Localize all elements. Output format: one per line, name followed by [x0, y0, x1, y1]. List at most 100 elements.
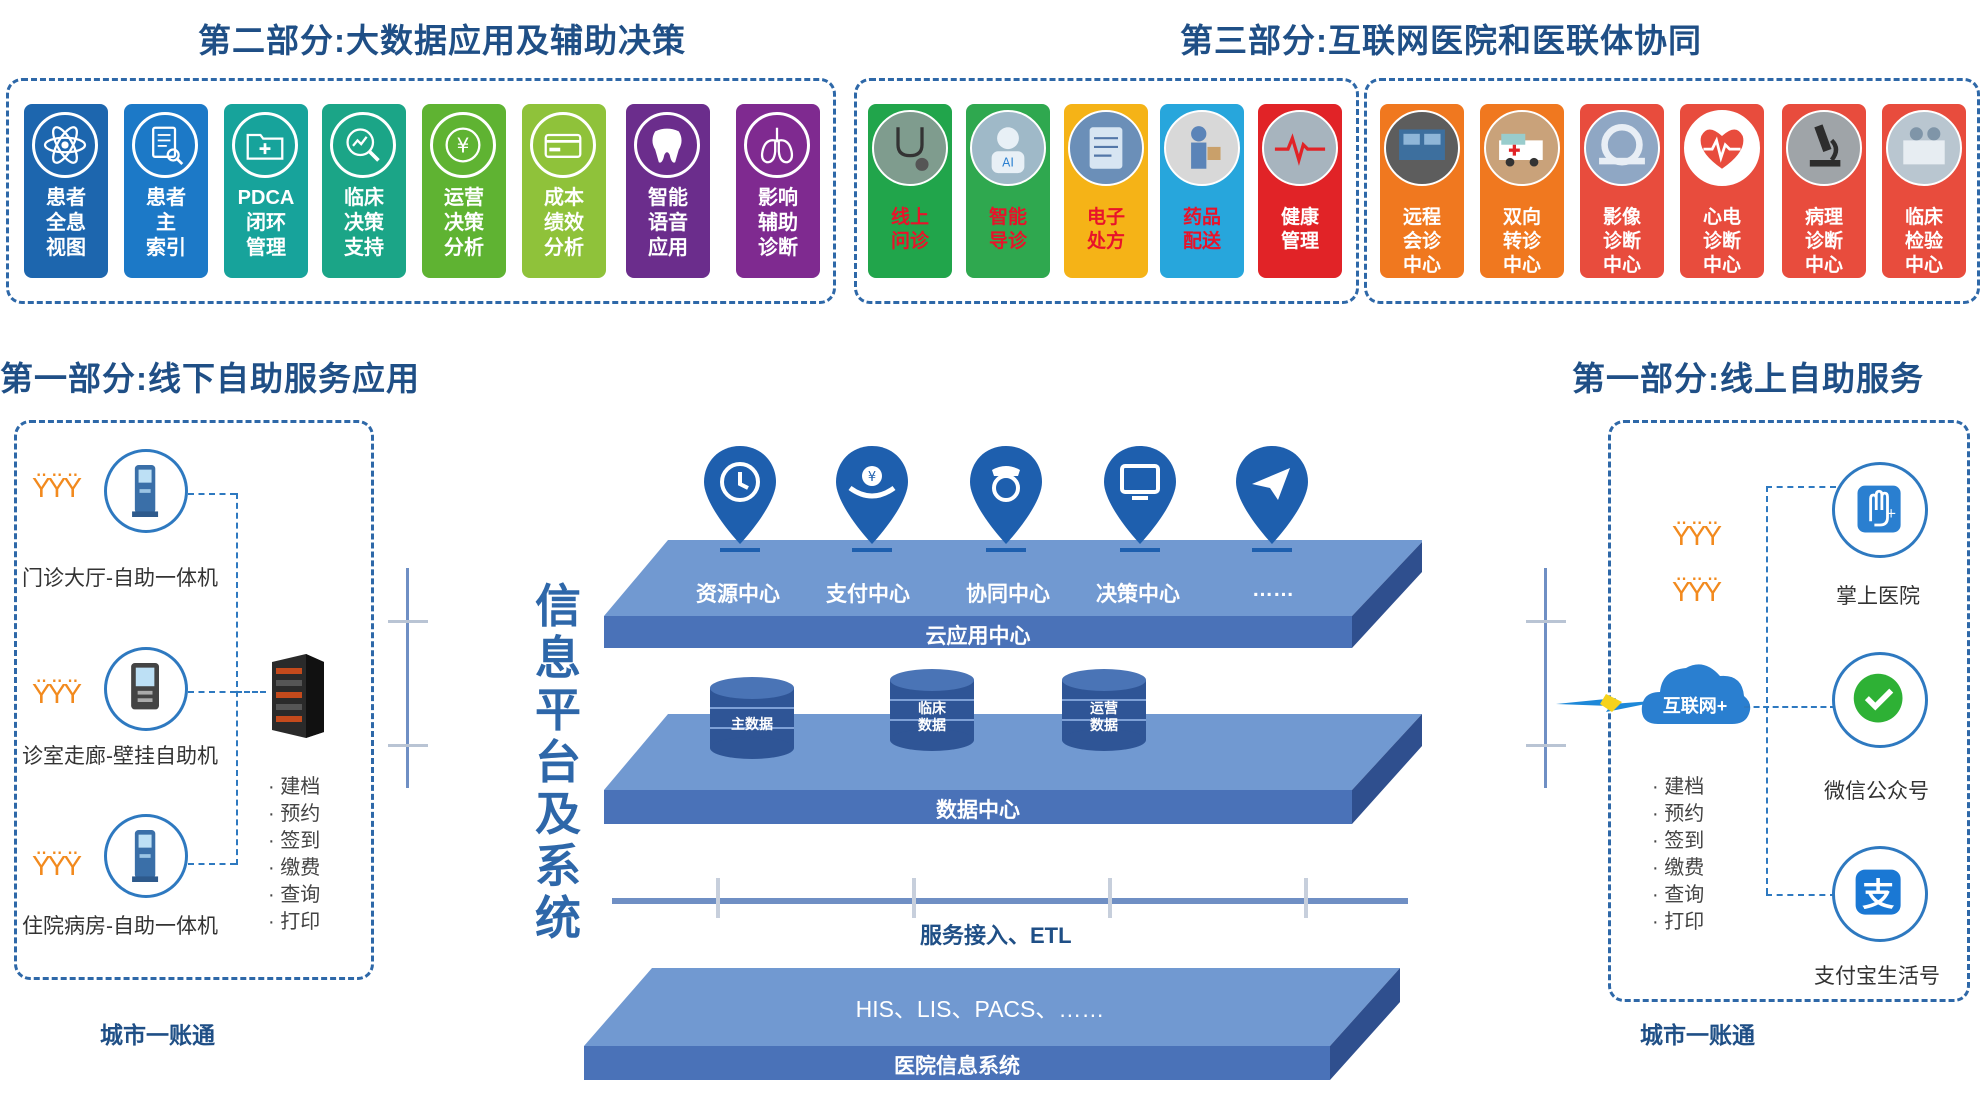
title-char: 台 [535, 736, 581, 788]
cloud-item: 决策中心 [1096, 583, 1180, 606]
service-item: · 查询 [268, 884, 321, 906]
people-icon: ŸŸŸ [1672, 576, 1722, 607]
tooth-icon [634, 112, 700, 178]
people-icon: ŸŸŸ [1672, 520, 1722, 551]
server-icon [262, 650, 332, 740]
tile-folder-plus[interactable]: PDCA 闭环 管理 [224, 104, 308, 278]
his-slab-front [584, 1046, 1330, 1080]
service-tick [1108, 878, 1112, 918]
wechat-icon[interactable] [1832, 652, 1928, 748]
yen-icon: ¥ [430, 112, 496, 178]
tile-ct-scanner[interactable]: 影像 诊断 中心 [1580, 104, 1664, 278]
connector-line [188, 863, 236, 865]
service-tick [1304, 878, 1308, 918]
tile-label: PDCA 闭环 管理 [237, 187, 295, 259]
tile-document[interactable]: 患者 主 索引 [124, 104, 208, 278]
svg-text:支: 支 [1862, 875, 1894, 913]
right-bracket [1544, 568, 1547, 788]
folder-plus-icon [232, 112, 298, 178]
tile-yen[interactable]: ¥ 运营 决策 分析 [422, 104, 506, 278]
database-icon [890, 669, 974, 751]
cloud-slab-front [604, 616, 1352, 648]
connector-line [236, 493, 238, 865]
offline-services: · 建档 · 预约 · 签到 · 缴费 · 查询 · 打印 [268, 774, 320, 936]
service-item: · 签到 [268, 830, 321, 852]
connector-line [1744, 706, 1836, 708]
service-item: · 缴费 [1652, 857, 1705, 879]
cloud-item: …… [1252, 578, 1294, 601]
lab-icon [1886, 110, 1962, 186]
online-services: · 建档 · 预约 · 签到 · 缴费 · 查询 · 打印 [1652, 774, 1704, 936]
tile-label: 智能 语音 应用 [648, 187, 688, 259]
bracket-tick [1526, 744, 1566, 747]
service-item: · 查询 [1652, 884, 1705, 906]
tile-label: 影像 诊断 中心 [1602, 207, 1641, 276]
tile-chart-search[interactable]: 临床 决策 支持 [322, 104, 406, 278]
title-char: 平 [535, 684, 581, 736]
cloud-item: 资源中心 [696, 583, 780, 606]
svg-text:¥: ¥ [457, 133, 470, 157]
svg-text:AI: AI [1002, 156, 1014, 170]
database-label: 运营 数据 [1090, 700, 1118, 733]
heart-ecg-icon [1684, 110, 1760, 186]
tile-microscope[interactable]: 病理 诊断 中心 [1782, 104, 1866, 278]
tile-lab[interactable]: 临床 检验 中心 [1882, 104, 1966, 278]
service-item: · 打印 [268, 911, 321, 933]
database-label: 临床 数据 [918, 700, 946, 733]
tile-ambulance[interactable]: 双向 转诊 中心 [1480, 104, 1564, 278]
section3-title: 第三部分:互联网医院和医联体协同 [1180, 22, 1702, 59]
data-slab-top [604, 714, 1422, 790]
kiosk-label: 门诊大厅-自助一体机 [22, 567, 218, 590]
tile-label: 远程 会诊 中心 [1402, 207, 1441, 276]
database-label: 主数据 [731, 716, 773, 732]
tile-delivery[interactable]: 药品 配送 [1160, 104, 1244, 278]
section2-title: 第二部分:大数据应用及辅助决策 [198, 22, 686, 59]
tile-card[interactable]: 成本 绩效 分析 [522, 104, 606, 278]
section3-right-box [1364, 78, 1980, 304]
ai-doctor-icon: AI [970, 110, 1046, 186]
tile-label: 成本 绩效 分析 [544, 187, 584, 259]
tile-label: 影响 辅助 诊断 [758, 187, 798, 259]
video-meeting-icon [1384, 110, 1460, 186]
section2-box [6, 78, 836, 304]
tile-tooth[interactable]: 智能 语音 应用 [626, 104, 710, 278]
cloud-center-label: 云应用中心 [925, 625, 1031, 648]
data-center-label: 数据中心 [936, 799, 1020, 822]
people-icon: ŸŸŸ [32, 678, 82, 709]
heartbeat-icon [1262, 110, 1338, 186]
tile-video-meeting[interactable]: 远程 会诊 中心 [1380, 104, 1464, 278]
alipay-icon[interactable]: 支 [1832, 846, 1928, 942]
tile-heart-ecg[interactable]: 心电 诊断 中心 [1680, 104, 1764, 278]
lungs-icon [744, 112, 810, 178]
tile-lungs[interactable]: 影响 辅助 诊断 [736, 104, 820, 278]
tile-stethoscope[interactable]: 线上 问诊 [868, 104, 952, 278]
document-icon [132, 112, 198, 178]
tile-label: 双向 转诊 中心 [1502, 207, 1541, 276]
service-item: · 建档 [1652, 776, 1705, 798]
bracket-tick [388, 620, 428, 623]
connector-line [1766, 486, 1836, 488]
section3-left-box [854, 78, 1359, 304]
tile-label: 电子 处方 [1086, 207, 1125, 252]
tile-prescription[interactable]: 电子 处方 [1064, 104, 1148, 278]
app-label: 支付宝生活号 [1814, 965, 1940, 988]
cloud-item: 支付中心 [826, 583, 910, 606]
service-item: · 签到 [1652, 830, 1705, 852]
microscope-icon [1786, 110, 1862, 186]
tile-label: 运营 决策 分析 [444, 187, 484, 259]
cloud-label: 互联网+ [1662, 696, 1728, 716]
tile-label: 患者 主 索引 [146, 187, 186, 259]
section1-offline-title: 第一部分:线下自助服务应用 [0, 360, 420, 397]
card-icon [530, 112, 596, 178]
tile-label: 临床 检验 中心 [1904, 207, 1943, 276]
hospital-app-icon[interactable]: + [1832, 462, 1928, 558]
tile-heartbeat[interactable]: 健康 管理 [1258, 104, 1342, 278]
tile-atom[interactable]: 患者 全息 视图 [24, 104, 108, 278]
app-label: 掌上医院 [1836, 585, 1920, 608]
service-item: · 预约 [268, 803, 321, 825]
title-char: 信 [535, 580, 581, 632]
app-label: 微信公众号 [1824, 780, 1929, 803]
database-icon [710, 677, 794, 759]
tile-label: 病理 诊断 中心 [1804, 207, 1843, 276]
